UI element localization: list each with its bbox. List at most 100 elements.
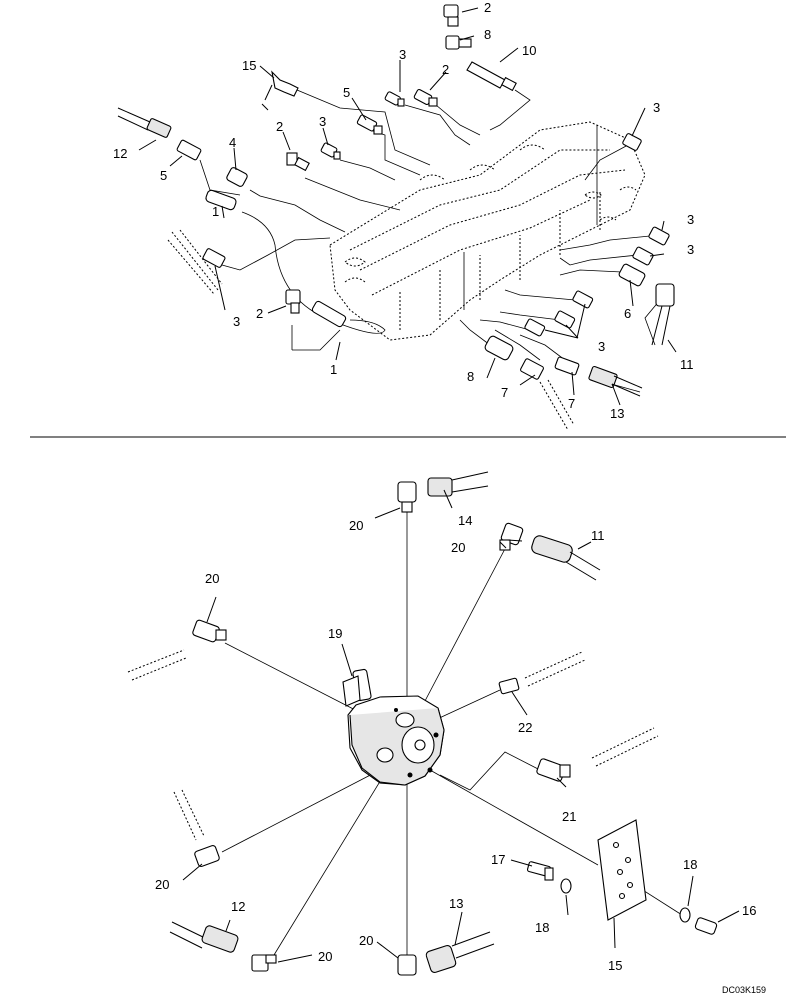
- top-leader-lines: [199, 89, 661, 393]
- bottom-leader-lines: [221, 505, 683, 958]
- callout-21: 21: [562, 809, 576, 824]
- hose-13-top: [588, 365, 643, 397]
- callout-16: 16: [742, 903, 756, 918]
- callout-3: 3: [653, 100, 660, 115]
- fitting-5-b: [176, 139, 202, 161]
- callout-18: 18: [683, 857, 697, 872]
- hose-dotted-right-2: [591, 727, 659, 767]
- elbow-fitting-20-e: [251, 954, 277, 972]
- hose-dotted-right: [524, 651, 586, 687]
- callout-3: 3: [687, 242, 694, 257]
- callout-10: 10: [522, 43, 536, 58]
- fitting-3-e: [648, 226, 670, 246]
- callout-5: 5: [343, 85, 350, 100]
- elbow-fitting-20-b: [499, 522, 524, 551]
- callout-13: 13: [610, 406, 624, 421]
- fitting-1-b: [311, 300, 347, 328]
- callout-pointers: [138, 7, 740, 963]
- callout-20: 20: [205, 571, 219, 586]
- callout-3: 3: [598, 339, 605, 354]
- elbow-fitting-20-left: [192, 619, 227, 643]
- callout-14: 14: [458, 513, 472, 528]
- elbow-fitting-20-top: [397, 481, 417, 513]
- callout-3: 3: [687, 212, 694, 227]
- callout-labels: 2 8 10 3 2 15 5 3 2 4 12 5 1 3 3 3 3 2 1…: [113, 0, 766, 995]
- callout-11: 11: [591, 528, 605, 543]
- hose-14: [427, 471, 489, 497]
- bolt-17: [526, 861, 554, 881]
- fitting-6: [618, 263, 646, 287]
- callout-5: 5: [160, 168, 167, 183]
- nipple-22: [498, 677, 520, 695]
- tee-fitting-2-c: [286, 152, 310, 172]
- elbow-fitting-20-d: [194, 845, 220, 867]
- hose-dotted-left-top: [167, 229, 223, 295]
- callout-8: 8: [484, 27, 491, 42]
- callout-18: 18: [535, 920, 549, 935]
- callout-13: 13: [449, 896, 463, 911]
- fitting-8-b: [484, 335, 514, 361]
- callout-2: 2: [256, 306, 263, 321]
- hose-dotted-left-2: [173, 789, 205, 841]
- callout-7: 7: [568, 396, 575, 411]
- washer-18-b: [679, 907, 691, 923]
- callout-4: 4: [229, 135, 236, 150]
- hose-11-bottom: [531, 535, 601, 581]
- callout-3: 3: [319, 114, 326, 129]
- callout-20: 20: [451, 540, 465, 555]
- tee-fitting-2-d: [285, 289, 301, 314]
- hose-dotted-left: [127, 649, 187, 681]
- bolt-16: [694, 917, 718, 935]
- callout-15: 15: [242, 58, 256, 73]
- callout-11: 11: [680, 357, 694, 372]
- callout-7: 7: [501, 385, 508, 400]
- elbow-fitting-20-bottom: [397, 954, 417, 976]
- callout-8: 8: [467, 369, 474, 384]
- hose-12-top: [117, 107, 172, 138]
- callout-20: 20: [349, 518, 363, 533]
- fitting-5-a: [356, 114, 383, 135]
- callout-19: 19: [328, 626, 342, 641]
- washer-18-a: [560, 878, 572, 894]
- callout-17: 17: [491, 852, 505, 867]
- adapter-10: [466, 61, 517, 92]
- fitting-3-b: [320, 142, 341, 160]
- callout-20: 20: [155, 877, 169, 892]
- fitting-4: [226, 167, 248, 187]
- callout-12: 12: [231, 899, 245, 914]
- fitting-3-group: [524, 290, 594, 337]
- fitting-7-b: [554, 356, 580, 376]
- callout-20: 20: [318, 949, 332, 964]
- hose-11-top: [651, 283, 675, 346]
- callout-1: 1: [330, 362, 337, 377]
- elbow-fitting-21: [536, 758, 571, 782]
- drawing-reference-code: DC03K159: [722, 985, 766, 995]
- plate-15: [597, 819, 647, 921]
- callout-20: 20: [359, 933, 373, 948]
- callout-12: 12: [113, 146, 127, 161]
- hose-13-bottom: [425, 931, 495, 973]
- callout-1: 1: [212, 204, 219, 219]
- fitting-3-f: [632, 246, 654, 266]
- hose-12-bottom: [169, 921, 239, 953]
- bottom-fittings: [127, 471, 718, 976]
- callout-15: 15: [608, 958, 622, 973]
- hose-15: [261, 70, 299, 111]
- callout-3: 3: [233, 314, 240, 329]
- top-fittings: [117, 4, 675, 431]
- swivel-joint-19: [342, 668, 445, 786]
- fitting-3-a: [384, 91, 405, 107]
- fitting-3-c: [202, 248, 226, 268]
- callout-2: 2: [442, 62, 449, 77]
- elbow-fitting-2-top: [443, 4, 459, 27]
- callout-22: 22: [518, 720, 532, 735]
- fitting-3-d: [622, 133, 642, 151]
- callout-3: 3: [399, 47, 406, 62]
- callout-6: 6: [624, 306, 631, 321]
- fitting-1-a: [205, 189, 237, 211]
- fitting-2-b: [413, 88, 438, 107]
- callout-2: 2: [276, 119, 283, 134]
- callout-2: 2: [484, 0, 491, 15]
- control-valve-block: [329, 121, 646, 341]
